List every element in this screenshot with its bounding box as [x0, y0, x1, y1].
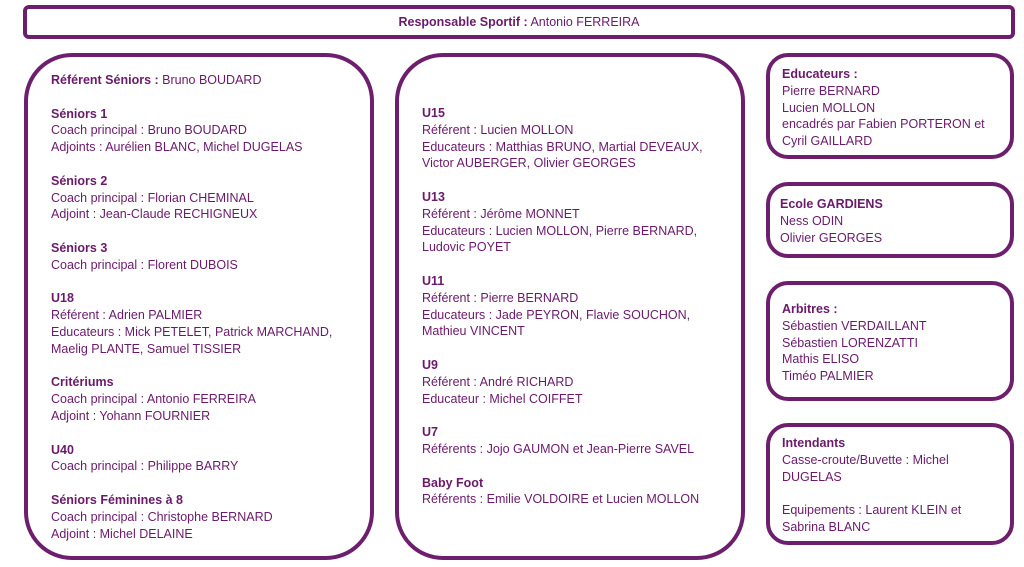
group-line: Référent : Lucien MOLLON [422, 122, 574, 137]
gardiens-box: Ecole GARDIENS Ness ODIN Olivier GEORGES [766, 182, 1014, 258]
group-title: U40 [51, 442, 74, 457]
box-line: Pierre BERNARD [782, 83, 880, 98]
box-line: Casse-croute/Buvette : Michel [782, 452, 949, 467]
responsable-sportif-banner: Responsable Sportif : Antonio FERREIRA [23, 5, 1015, 39]
group: Séniors 2 Coach principal : Florian CHEMI… [51, 173, 370, 223]
box-line: Ness ODIN [780, 213, 844, 228]
group-line: Coach principal : Philippe BARRY [51, 459, 239, 474]
referent-seniors-name: Bruno BOUDARD [158, 73, 262, 87]
educateurs-lines: Pierre BERNARD Lucien MOLLON encadrés par … [782, 83, 1010, 150]
group-line: Victor AUBERGER, Olivier GEORGES [422, 156, 636, 171]
box-line [782, 485, 1010, 502]
group-line: Référent : Jérôme MONNET [422, 206, 580, 221]
group-title: U7 [422, 425, 438, 440]
group-title: Séniors Féminines à 8 [51, 492, 183, 507]
group-title: U9 [422, 357, 438, 372]
group-line: Référent : Pierre BERNARD [422, 290, 579, 305]
group-line: Mathieu VINCENT [422, 324, 525, 339]
group-line: Référents : Emilie VOLDOIRE et Lucien MO… [422, 492, 700, 507]
seniors-panel: Référent Séniors : Bruno BOUDARD Séniors… [24, 53, 374, 560]
group-title: U18 [51, 291, 74, 306]
seniors-groups: Séniors 1 Coach principal : Bruno BOUDARD… [51, 106, 370, 543]
box-line: Olivier GEORGES [780, 230, 883, 245]
gardiens-lines: Ness ODIN Olivier GEORGES [780, 213, 1010, 247]
box-line: Equipements : Laurent KLEIN et [782, 503, 962, 518]
referent-seniors-label: Référent Séniors : [51, 73, 159, 87]
box-line: Sébastien LORENZATTI [782, 335, 918, 350]
arbitres-lines: Sébastien VERDAILLANT Sébastien LORENZATT… [782, 318, 1010, 385]
group-line: Educateurs : Matthias BRUNO, Martial DEV… [422, 139, 703, 154]
group: Séniors Féminines à 8 Coach principal : C… [51, 492, 370, 542]
intendants-box: Intendants Casse-croute/Buvette : Michel… [766, 423, 1014, 545]
group-line: Adjoints : Aurélien BLANC, Michel DUGELA… [51, 140, 303, 155]
group-line: Adjoint : Jean-Claude RECHIGNEUX [51, 207, 258, 222]
group-line: Maelig PLANTE, Samuel TISSIER [51, 341, 242, 356]
group-line: Coach principal : Bruno BOUDARD [51, 123, 247, 138]
group-title: Séniors 1 [51, 106, 108, 121]
group-line: Coach principal : Christophe BERNARD [51, 509, 273, 524]
gardiens-title: Ecole GARDIENS [780, 197, 883, 211]
box-line: Cyril GAILLARD [782, 134, 873, 149]
group-line: Coach principal : Antonio FERREIRA [51, 392, 256, 407]
referent-seniors: Référent Séniors : Bruno BOUDARD [51, 72, 370, 89]
group-title: Baby Foot [422, 475, 484, 490]
group-line: Adjoint : Michel DELAINE [51, 526, 193, 541]
group: Séniors 1 Coach principal : Bruno BOUDARD… [51, 106, 370, 156]
group-title: Séniors 2 [51, 173, 108, 188]
box-line: Sébastien VERDAILLANT [782, 318, 927, 333]
group-line: Ludovic POYET [422, 240, 511, 255]
box-line: encadrés par Fabien PORTERON et [782, 117, 985, 132]
responsable-label: Responsable Sportif : [398, 15, 528, 29]
box-line: Mathis ELISO [782, 352, 860, 367]
arbitres-title: Arbitres : [782, 302, 838, 316]
group-line: Référents : Jojo GAUMON et Jean-Pierre S… [422, 441, 695, 456]
group-line: Adjoint : Yohann FOURNIER [51, 408, 211, 423]
group-title: U11 [422, 273, 445, 288]
group-line: Educateurs : Mick PETELET, Patrick MARCH… [51, 324, 333, 339]
group-title: Critériums [51, 375, 114, 390]
box-line: Lucien MOLLON [782, 100, 876, 115]
educateurs-box: Educateurs : Pierre BERNARD Lucien MOLLON… [766, 53, 1014, 159]
group-line: Educateur : Michel COIFFET [422, 391, 583, 406]
group-line: Educateurs : Lucien MOLLON, Pierre BERNA… [422, 223, 698, 238]
responsable-name: Antonio FERREIRA [527, 15, 640, 29]
educateurs-title: Educateurs : [782, 67, 858, 81]
group-line: Référent : Adrien PALMIER [51, 308, 203, 323]
box-line: DUGELAS [782, 469, 842, 484]
group: Séniors 3 Coach principal : Florent DUBOI… [51, 240, 370, 274]
group-line: Coach principal : Florian CHEMINAL [51, 190, 254, 205]
group-title: U15 [422, 106, 445, 120]
intendants-title: Intendants [782, 436, 846, 450]
group-line: Coach principal : Florent DUBOIS [51, 257, 238, 272]
group-title: U13 [422, 189, 445, 204]
group-line: Référent : André RICHARD [422, 374, 574, 389]
group-line: Educateurs : Jade PEYRON, Flavie SOUCHON… [422, 307, 691, 322]
box-line: Sabrina BLANC [782, 519, 871, 534]
box-line: Timéo PALMIER [782, 369, 874, 384]
group-title: Séniors 3 [51, 240, 108, 255]
